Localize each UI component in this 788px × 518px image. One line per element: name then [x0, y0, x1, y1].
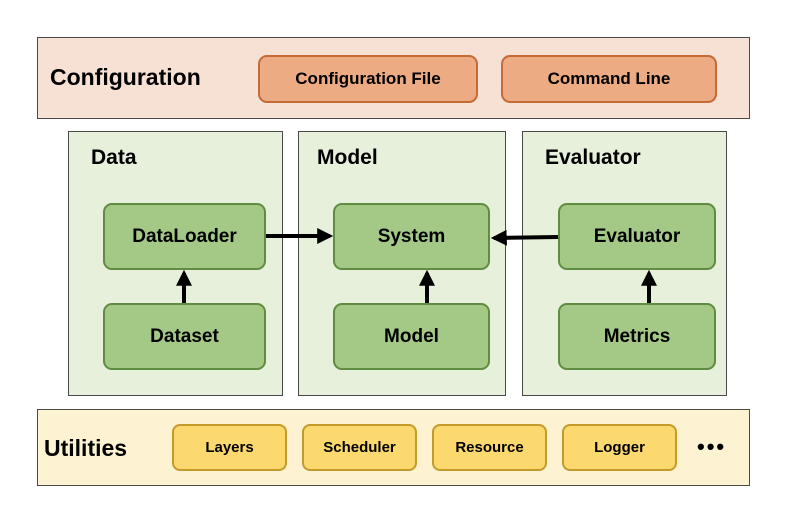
configuration-file-box: Configuration File: [258, 55, 478, 103]
data-title: Data: [91, 146, 137, 169]
model-title: Model: [317, 146, 378, 169]
system-box: System: [333, 203, 490, 270]
logger-box: Logger: [562, 424, 677, 471]
dataloader-box: DataLoader: [103, 203, 266, 270]
dataset-box: Dataset: [103, 303, 266, 370]
resource-box: Resource: [432, 424, 547, 471]
utilities-title: Utilities: [44, 435, 128, 461]
command-line-box: Command Line: [501, 55, 717, 103]
scheduler-box: Scheduler: [302, 424, 417, 471]
more-ellipsis: •••: [697, 434, 727, 459]
evaluator-title: Evaluator: [545, 146, 641, 169]
configuration-title: Configuration: [50, 64, 201, 90]
metrics-box: Metrics: [558, 303, 716, 370]
model-box: Model: [333, 303, 490, 370]
evaluator-box: Evaluator: [558, 203, 716, 270]
layers-box: Layers: [172, 424, 287, 471]
